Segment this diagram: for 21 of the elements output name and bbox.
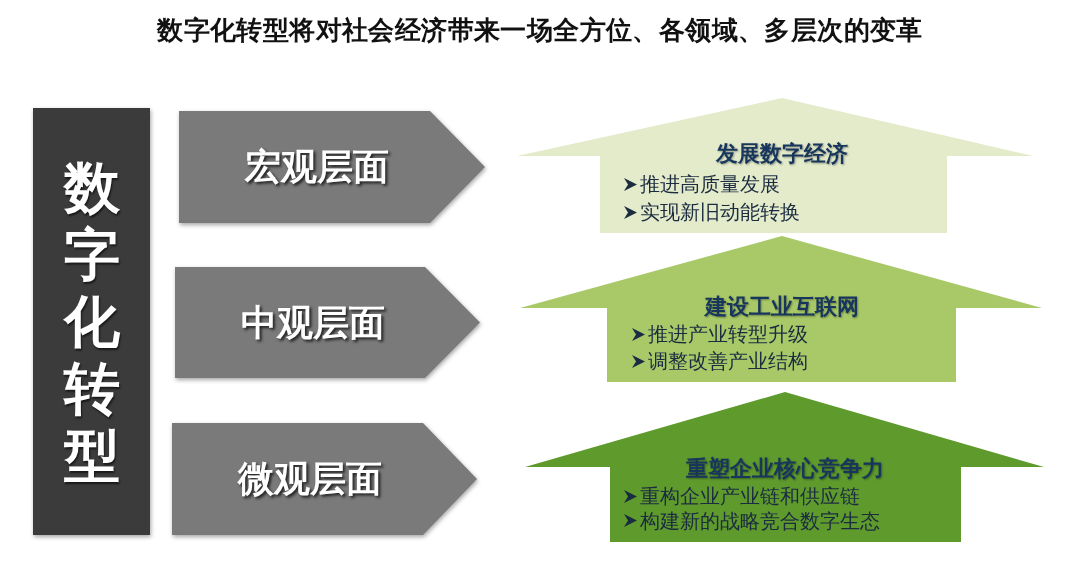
chevron-panel <box>175 267 480 378</box>
bullet-text: 推进高质量发展 <box>640 172 780 196</box>
pointed-panel <box>525 392 1044 542</box>
title-bar <box>33 108 150 535</box>
level-label: 微观层面 <box>238 457 382 501</box>
level-label: 中观层面 <box>241 300 385 345</box>
bullet-text: 推进产业转型升级 <box>648 322 808 346</box>
bullet-text: 重构企业产业链和供应链 <box>640 484 860 508</box>
level-label: 宏观层面 <box>245 145 389 189</box>
chevron-panel <box>172 423 477 535</box>
chevron-panel <box>179 111 485 223</box>
pointed-panel <box>520 236 1042 382</box>
panel-heading: 发展数字经济 <box>716 141 848 167</box>
pointed-panel <box>517 98 1033 233</box>
vertical-title: 数字化转型 <box>63 154 120 489</box>
title: 数字化转型将对社会经济带来一场全方位、各领域、多层次的变革 <box>157 14 923 46</box>
bullet-text: 调整改善产业结构 <box>648 349 808 373</box>
bullet-text: 构建新的战略竞合数字生态 <box>640 508 880 533</box>
panel-heading: 建设工业互联网 <box>705 294 859 320</box>
bullet-text: 实现新旧动能转换 <box>640 200 800 224</box>
panel-heading: 重塑企业核心竞争力 <box>686 456 884 482</box>
